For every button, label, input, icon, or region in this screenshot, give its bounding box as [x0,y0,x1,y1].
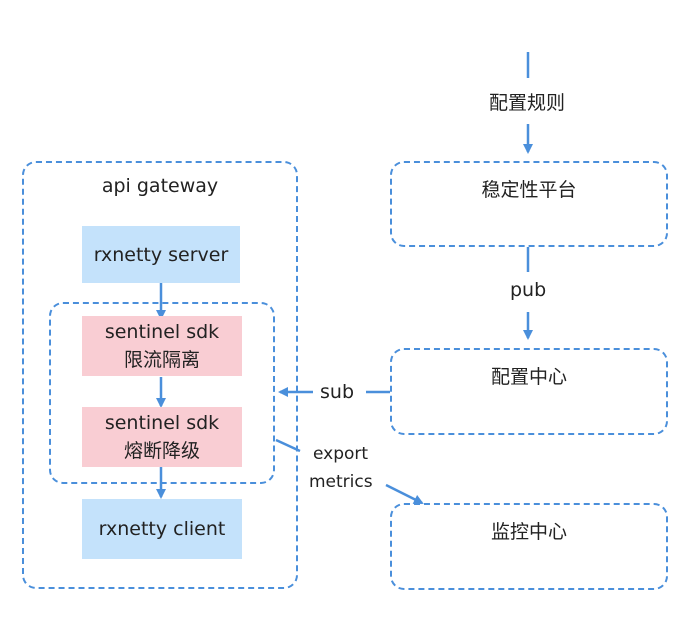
rxnetty-client-box: rxnetty client [82,499,242,559]
metrics-label: metrics [309,472,373,492]
rate-limit-isolation-label: 限流隔离 [123,349,200,371]
rxnetty-server-box: rxnetty server [82,226,240,283]
export-arrow [385,483,424,505]
pub-label: pub [510,279,547,301]
sentinel-sdk-label: sentinel sdk [104,412,220,434]
config-center-box: 配置中心 [390,348,668,435]
stability-platform-box: 稳定性平台 [390,161,668,247]
api-gateway-container: api gateway [22,161,298,589]
sentinel-sdk-label: sentinel sdk [104,321,220,343]
sentinel-sdk-group [49,302,275,484]
config-center-title: 配置中心 [490,366,567,388]
sub-label: sub [320,381,355,403]
api-gateway-title: api gateway [101,175,219,197]
sentinel-sdk-circuit-breaker-box: sentinel sdk 熔断降级 [82,407,242,467]
monitor-center-box: 监控中心 [390,503,668,590]
export-label: export [313,444,369,464]
monitor-center-title: 监控中心 [490,521,567,543]
config-rules-label: 配置规则 [489,92,566,114]
circuit-breaker-degrade-label: 熔断降级 [123,440,200,462]
stability-platform-title: 稳定性平台 [481,179,577,201]
rxnetty-client-label: rxnetty client [98,518,226,540]
sentinel-sdk-rate-limit-box: sentinel sdk 限流隔离 [82,316,242,376]
rxnetty-server-label: rxnetty server [93,243,229,266]
